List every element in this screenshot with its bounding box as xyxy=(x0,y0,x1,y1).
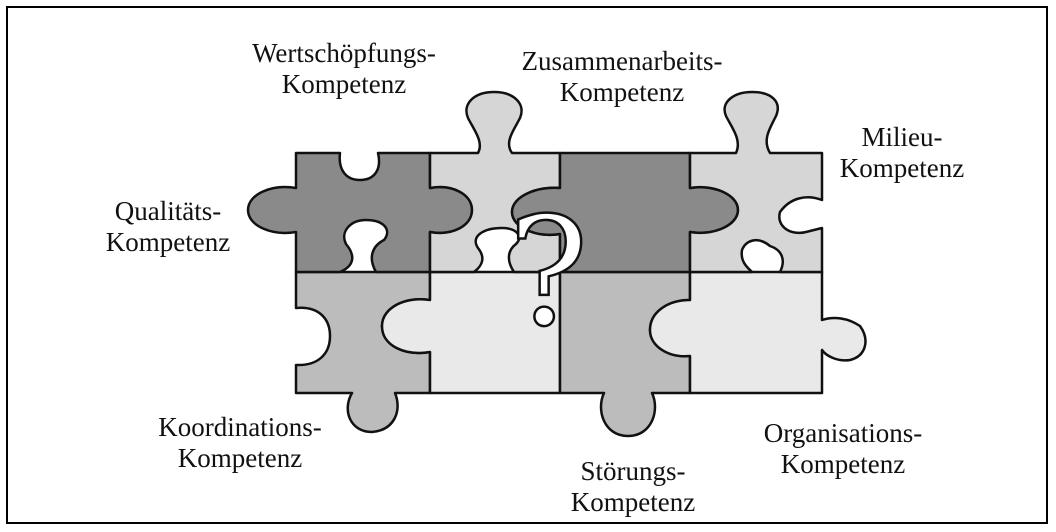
label-milieu-line2: Kompetenz xyxy=(839,153,965,183)
label-organisation-line2: Kompetenz xyxy=(780,449,906,479)
label-wertschoepfung-line2: Kompetenz xyxy=(281,69,407,99)
label-zusammenarbeit: Zusammenarbeits- Kompetenz xyxy=(508,46,736,108)
label-milieu-line1: Milieu- xyxy=(861,122,943,152)
diagram-frame xyxy=(6,6,1048,524)
label-qualitaet: Qualitäts- Kompetenz xyxy=(98,196,238,258)
label-qualitaet-line1: Qualitäts- xyxy=(114,196,222,226)
puzzle-piece-milieu xyxy=(688,90,824,274)
label-stoerung: Störungs- Kompetenz xyxy=(555,456,711,518)
label-stoerung-line2: Kompetenz xyxy=(570,487,696,517)
label-koordination-line2: Kompetenz xyxy=(177,443,303,473)
puzzle-piece-qualitaet xyxy=(246,151,474,274)
label-koordination: Koordinations- Kompetenz xyxy=(140,412,340,474)
puzzle-piece-organisation xyxy=(648,270,867,395)
label-stoerung-line1: Störungs- xyxy=(580,456,686,486)
puzzle-piece-center xyxy=(380,270,562,395)
label-organisation-line1: Organisations- xyxy=(763,418,923,448)
label-wertschoepfung: Wertschöpfungs- Kompetenz xyxy=(239,38,449,100)
label-milieu: Milieu- Kompetenz xyxy=(832,122,972,184)
label-qualitaet-line2: Kompetenz xyxy=(105,227,231,257)
label-koordination-line1: Koordinations- xyxy=(158,412,322,442)
label-organisation: Organisations- Kompetenz xyxy=(745,418,941,480)
label-zusammenarbeit-line2: Kompetenz xyxy=(559,77,685,107)
label-zusammenarbeit-line1: Zusammenarbeits- xyxy=(521,46,723,76)
question-mark: ? xyxy=(507,186,590,360)
label-wertschoepfung-line1: Wertschöpfungs- xyxy=(252,38,436,68)
